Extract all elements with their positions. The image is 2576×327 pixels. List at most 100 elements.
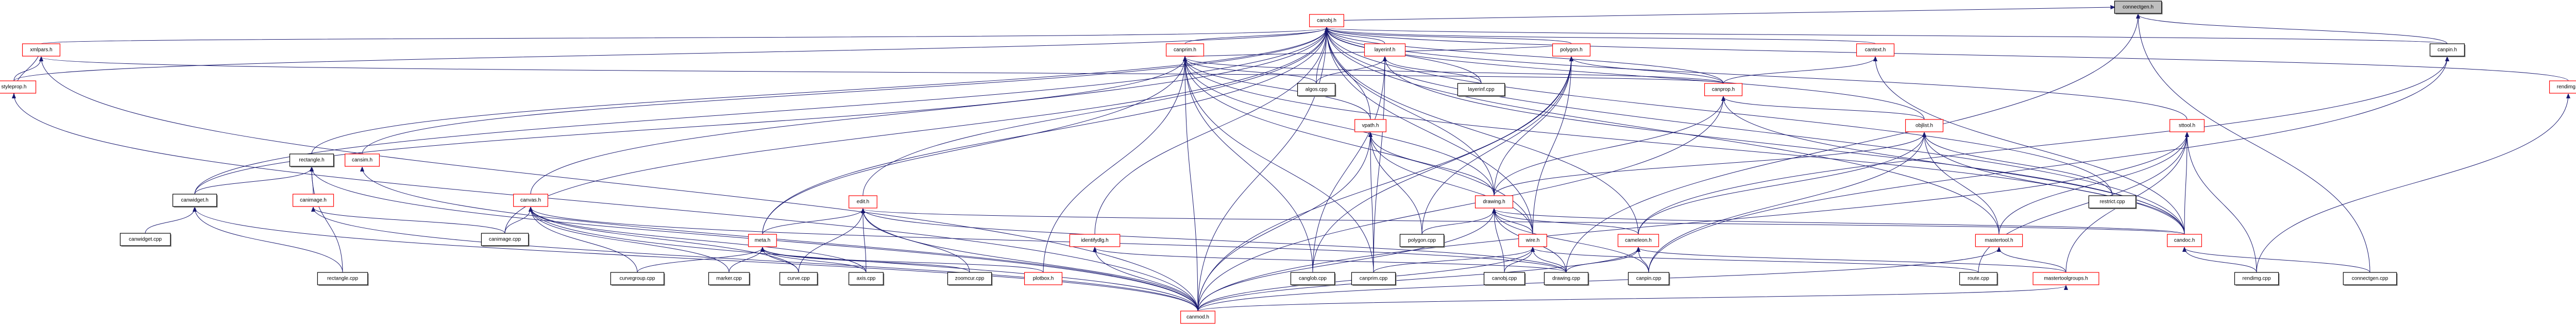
dependency-edge (1370, 133, 1374, 273)
node-canpin-h[interactable]: canpin.h (2430, 43, 2466, 57)
dependency-edge (1494, 57, 1571, 196)
node-cansim-h[interactable]: cansim.h (344, 153, 380, 167)
node-canprim-h[interactable]: canprim.h (1165, 43, 1205, 57)
node-label: identifydlg.h (1081, 238, 1108, 244)
node-canwidget-h[interactable]: canwidget.h (172, 194, 218, 208)
dependency-edge (2184, 248, 2370, 273)
node-box (481, 233, 529, 246)
node-curvegroup-cpp[interactable]: curvegroup.cpp (610, 272, 665, 286)
node-canglob-cpp[interactable]: canglob.cpp (1290, 272, 1336, 286)
dependency-edge (1533, 248, 1567, 273)
node-label: canprim.cpp (1360, 276, 1388, 282)
node-marker-cpp[interactable]: marker.cpp (708, 272, 751, 286)
node-box (1351, 272, 1396, 285)
node-route-cpp[interactable]: route.cpp (1959, 272, 1998, 286)
node-label: canmod.h (1187, 315, 1209, 320)
node-rectangle-cpp[interactable]: rectangle.cpp (317, 272, 369, 286)
node-zoomcur-cpp[interactable]: zoomcur.cpp (947, 272, 993, 286)
dependency-edge (1875, 57, 2185, 235)
dependency-edge (312, 167, 343, 273)
node-box (1297, 83, 1336, 96)
dependency-edge (762, 209, 863, 235)
node-label: xmlpars.h (30, 47, 52, 53)
node-canpin-cpp[interactable]: canpin.cpp (1628, 272, 1670, 286)
node-layerinf-cpp[interactable]: layerinf.cpp (1457, 83, 1506, 97)
node-xmlpars-h[interactable]: xmlpars.h (22, 43, 61, 57)
node-rendimg-cpp[interactable]: rendimg.cpp (2234, 272, 2280, 286)
node-connectgen-cpp[interactable]: connectgen.cpp (2343, 272, 2398, 286)
dependency-edge (313, 208, 1198, 312)
node-mastertoolgroups-h[interactable]: mastertoolgroups.h (2032, 272, 2099, 285)
node-canmod-h[interactable]: canmod.h (1180, 311, 1216, 324)
dependency-edge (531, 208, 867, 273)
node-styleprop-h[interactable]: styleprop.h (0, 80, 37, 94)
node-drawing-h[interactable]: drawing.h (1475, 195, 1514, 209)
node-canimage-h[interactable]: canimage.h (292, 194, 334, 207)
node-rendimg-h[interactable]: rendimg.h (2549, 80, 2576, 94)
dependency-edge (762, 248, 970, 273)
node-label: canimage.h (300, 198, 327, 203)
node-canimage-cpp[interactable]: canimage.cpp (481, 233, 530, 247)
node-meta-h[interactable]: meta.h (748, 234, 777, 247)
node-label: marker.cpp (716, 276, 742, 282)
node-label: rectangle.cpp (327, 276, 358, 282)
dependency-edge (530, 28, 1327, 195)
node-curve-cpp[interactable]: curve.cpp (779, 272, 819, 286)
node-canwidget-cpp[interactable]: canwidget.cpp (120, 233, 172, 247)
dependency-edge (1197, 286, 2066, 312)
dependency-edge (41, 28, 1327, 44)
node-identifydlg-h[interactable]: identifydlg.h (1069, 234, 1121, 247)
dependency-edge (1494, 209, 1533, 235)
node-cantext-h[interactable]: cantext.h (1856, 43, 1895, 57)
node-candoc-h[interactable]: candoc.h (2167, 234, 2202, 247)
node-polygon-cpp[interactable]: polygon.cpp (1399, 234, 1445, 248)
node-label: connectgen.h (2123, 5, 2154, 10)
node-sttool-h[interactable]: sttool.h (2170, 119, 2205, 132)
dependency-edge (195, 208, 343, 273)
dependency-edge (637, 248, 762, 273)
node-axis-cpp[interactable]: axis.cpp (848, 272, 885, 286)
dependency-edge (1566, 248, 1638, 273)
dependency-edge (1370, 133, 1495, 196)
dependency-edge (1327, 28, 1371, 120)
node-label: canobj.cpp (1492, 276, 1517, 282)
node-label: canvas.h (520, 198, 541, 203)
dependency-edge (1312, 57, 1571, 273)
node-cameleon-h[interactable]: cameleon.h (1617, 234, 1659, 247)
node-connectgen-h[interactable]: connectgen.h (2114, 1, 2163, 14)
node-plotbox-h[interactable]: plotbox.h (1024, 272, 1063, 285)
dependency-edge (1327, 28, 1925, 120)
dependency-edge (504, 208, 531, 234)
node-canvas-h[interactable]: canvas.h (513, 194, 548, 207)
dependency-edge (1648, 133, 1924, 273)
dependency-edge (1494, 97, 1723, 196)
node-label: canprim.h (1174, 47, 1196, 53)
node-box (2430, 43, 2465, 57)
node-box (1483, 272, 1526, 285)
node-box (1905, 119, 1944, 132)
node-label: cantext.h (1865, 47, 1886, 53)
dependency-edge (1326, 7, 2114, 21)
node-layerinf-h[interactable]: layerinf.h (1364, 43, 1406, 57)
node-objlist-h[interactable]: objlist.h (1905, 119, 1944, 132)
node-edit-h[interactable]: edit.h (849, 195, 877, 209)
node-polygon-h[interactable]: polygon.h (1552, 43, 1591, 57)
node-canobj-h[interactable]: canobj.h (1309, 14, 1345, 27)
node-canprop-h[interactable]: canprop.h (1704, 83, 1743, 96)
dependency-edge (1370, 133, 1422, 235)
node-mastertool-h[interactable]: mastertool.h (1975, 234, 2023, 247)
node-canobj-cpp[interactable]: canobj.cpp (1483, 272, 1526, 286)
dependency-edge (728, 248, 762, 273)
node-rectangle-h[interactable]: rectangle.h (289, 153, 335, 167)
dependency-edge (1095, 248, 1567, 273)
dependency-edge (13, 28, 1327, 81)
node-canprim-cpp[interactable]: canprim.cpp (1351, 272, 1397, 286)
node-algos-cpp[interactable]: algos.cpp (1297, 83, 1336, 97)
node-vpath-h[interactable]: vpath.h (1354, 119, 1386, 132)
node-label: curve.cpp (787, 276, 810, 282)
node-drawing-cpp[interactable]: drawing.cpp (1544, 272, 1589, 286)
node-wire-h[interactable]: wire.h (1518, 234, 1547, 247)
node-restrict-cpp[interactable]: restrict.cpp (2088, 195, 2137, 209)
node-box (947, 272, 992, 285)
dependency-edge (1327, 28, 1533, 235)
